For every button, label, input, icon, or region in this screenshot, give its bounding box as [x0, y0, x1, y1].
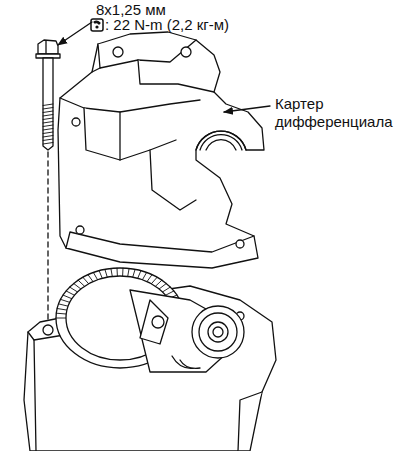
gear-tooth: [165, 291, 173, 295]
gear-tooth: [63, 295, 72, 299]
gear-tooth: [117, 268, 118, 276]
differential-housing: [58, 32, 264, 268]
thread-stroke: [43, 104, 53, 106]
gear-tooth: [151, 277, 157, 284]
gear-tooth: [66, 291, 74, 295]
gear-tooth: [70, 287, 78, 292]
differential: [56, 268, 244, 372]
gear-tooth: [142, 273, 146, 280]
bolt: [36, 40, 60, 150]
leader-line: [58, 22, 92, 45]
gear-tooth: [99, 271, 102, 279]
gear-tooth: [133, 269, 135, 277]
thread-stroke: [43, 125, 53, 127]
gear-tooth: [57, 309, 67, 311]
gear-tooth: [78, 280, 85, 286]
torque-spec: : 22 N-m (2,2 кг-м): [105, 16, 229, 34]
gear-tooth: [155, 280, 162, 286]
gear-tooth: [138, 271, 141, 279]
thread-stroke: [43, 139, 53, 141]
thread-stroke: [43, 108, 53, 110]
thread-stroke: [43, 111, 53, 113]
gear-tooth: [56, 318, 66, 319]
gear-tooth: [93, 273, 97, 280]
gear-tooth: [162, 287, 170, 292]
thread-stroke: [43, 143, 53, 145]
gear-tooth: [111, 269, 112, 277]
gear-tooth: [88, 275, 93, 282]
center-line: [47, 152, 48, 326]
gear-tooth: [59, 304, 69, 306]
thread-stroke: [43, 129, 53, 131]
thread-stroke: [43, 122, 53, 124]
gear-tooth: [74, 284, 81, 290]
gear-tooth: [61, 299, 70, 302]
gear-tooth: [159, 284, 166, 290]
gear-tooth: [56, 313, 66, 315]
gear-tooth: [105, 269, 107, 277]
thread-stroke: [43, 115, 53, 117]
thread-stroke: [43, 132, 53, 134]
part-name: Картер дифференциала: [275, 95, 395, 131]
torque-icon: [91, 19, 103, 31]
gear-tooth: [122, 268, 123, 276]
gear-tooth: [128, 269, 129, 277]
gear-tooth: [83, 277, 89, 284]
leader-line: [224, 106, 270, 112]
thread-stroke: [43, 118, 53, 120]
gear-tooth: [147, 275, 152, 282]
thread-stroke: [43, 136, 53, 138]
